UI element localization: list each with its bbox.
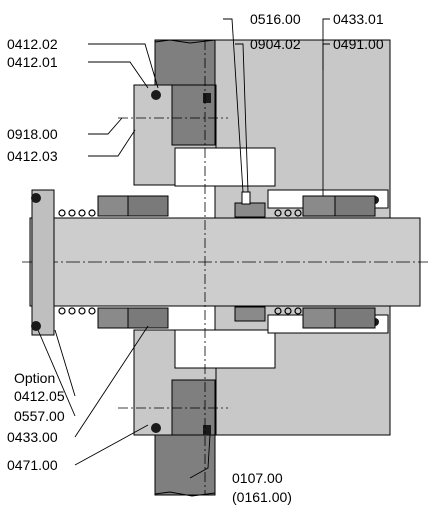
label-0491-00: 0491.00 (333, 36, 384, 52)
shaft (22, 217, 428, 307)
label-0412-01: 0412.01 (7, 54, 58, 70)
label-0904-02: 0904.02 (250, 36, 301, 52)
label-0433-00: 0433.00 (7, 429, 58, 445)
label-0471-00: 0471.00 (7, 457, 58, 473)
break-lines (154, 39, 216, 497)
springs (58, 209, 302, 315)
shaft-collar (31, 189, 55, 336)
set-screw (241, 191, 251, 205)
label-option: Option (14, 370, 56, 386)
label-0433-01: 0433.01 (333, 11, 384, 27)
seal-rings (97, 195, 376, 329)
label-0918-00: 0918.00 (7, 126, 58, 142)
label-0161-00: (0161.00) (232, 489, 292, 505)
label-0412-05: 0412.05 (14, 388, 65, 404)
label-0412-03: 0412.03 (7, 148, 58, 164)
center-lines (118, 40, 228, 495)
label-0107-00: 0107.00 (232, 470, 283, 486)
label-0412-02: 0412.02 (7, 36, 58, 52)
label-0516-00: 0516.00 (250, 11, 301, 27)
label-0557-00: 0557.00 (14, 408, 65, 424)
leader-lines (37, 18, 330, 479)
